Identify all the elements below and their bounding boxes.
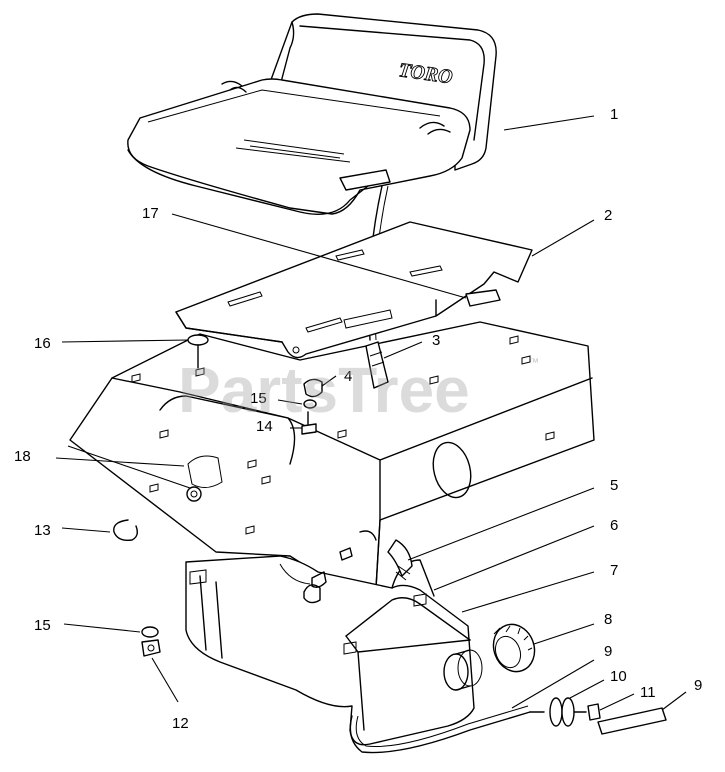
fuel-line-engine[interactable] (597, 707, 667, 735)
watermark-trademark: ™ (528, 357, 539, 369)
lock-nut[interactable] (141, 639, 161, 657)
screw-upper[interactable] (301, 411, 317, 435)
callout-10: 10 (610, 668, 627, 685)
callout-16: 16 (34, 335, 51, 352)
watermark: PartsTree (178, 354, 470, 426)
seat[interactable]: TORO (127, 13, 497, 215)
callout-15a: 15 (250, 390, 267, 407)
callout-2: 2 (604, 207, 612, 224)
callout-3: 3 (432, 332, 440, 349)
callout-18: 18 (14, 448, 31, 465)
callout-7: 7 (610, 562, 618, 579)
grommet[interactable] (387, 539, 413, 577)
fuel-line-tank[interactable] (349, 711, 531, 754)
callout-6: 6 (610, 517, 618, 534)
callout-15b: 15 (34, 617, 51, 634)
seat-mounting-plate[interactable] (175, 221, 533, 359)
seat-switch-plug[interactable] (465, 289, 501, 307)
fender-console[interactable] (69, 321, 595, 595)
washer-lower[interactable] (141, 626, 159, 638)
fuel-filter[interactable] (529, 697, 587, 727)
leader-lines (55, 115, 687, 711)
callout-8: 8 (604, 611, 612, 628)
fuel-tank[interactable] (185, 555, 483, 746)
wire-harness-connector[interactable] (365, 341, 389, 389)
callout-12: 12 (172, 715, 189, 732)
hose-clamp[interactable] (587, 703, 601, 721)
callout-1: 1 (610, 106, 618, 123)
retaining-ring[interactable] (113, 519, 139, 542)
callout-11: 11 (640, 684, 656, 701)
callout-14: 14 (256, 418, 273, 435)
callouts: 1 2 3 4 5 6 7 8 9 9 10 11 12 13 14 15 15… (14, 106, 702, 732)
callout-9b: 9 (694, 677, 702, 694)
callout-13: 13 (34, 522, 51, 539)
callout-9a: 9 (604, 643, 612, 660)
fuel-cap[interactable] (487, 619, 541, 678)
callout-4: 4 (344, 368, 352, 385)
washer-upper[interactable] (303, 399, 317, 409)
callout-5: 5 (610, 477, 618, 494)
switch-clip[interactable] (303, 378, 323, 398)
callout-17: 17 (142, 205, 159, 222)
